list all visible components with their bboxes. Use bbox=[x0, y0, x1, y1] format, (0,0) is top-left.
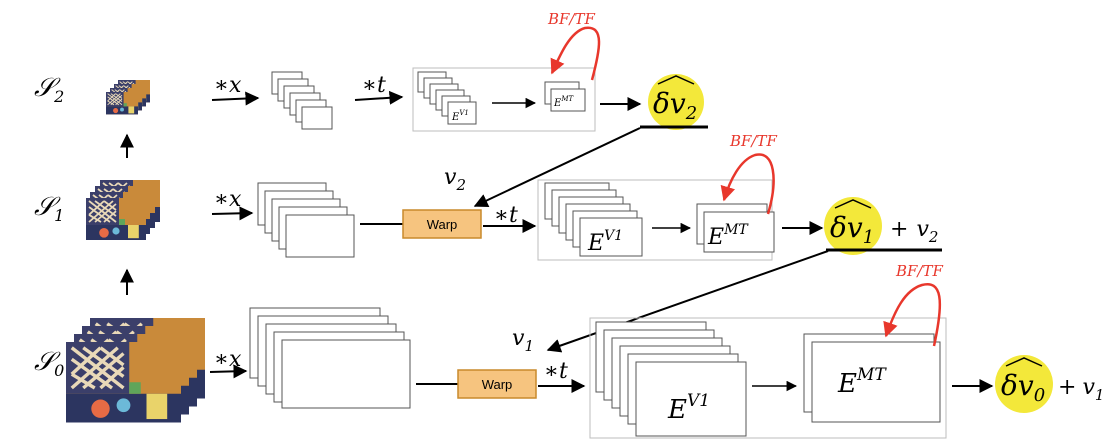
scale-label-s1: 𝒮1 bbox=[34, 192, 64, 225]
filter-stack-s0 bbox=[249, 307, 411, 409]
output-dv0-circle bbox=[995, 355, 1053, 413]
ev1-label-s0: EV1 bbox=[667, 391, 710, 425]
conv-x-label-s2: ∗x bbox=[214, 73, 242, 98]
v1-label: v1 bbox=[512, 326, 534, 355]
ev1-stack-s1 bbox=[544, 182, 643, 257]
scale-label-s0: 𝒮0 bbox=[34, 347, 64, 380]
energy-box-s2 bbox=[412, 67, 596, 132]
feedback-arrow-s1 bbox=[720, 153, 775, 215]
feedback-label-s2: BF/TF bbox=[547, 10, 595, 28]
energy-box-s0 bbox=[589, 317, 947, 439]
feedback-label-s0: BF/TF bbox=[895, 262, 943, 280]
conv-t-label-s2: ∗t bbox=[362, 73, 386, 98]
ev1-label-s2: EV1 bbox=[451, 109, 469, 123]
conv-x-arrow-s0 bbox=[209, 364, 248, 379]
warp-label-s0: Warp bbox=[482, 377, 513, 392]
upsample-arrow-s1-s0 bbox=[546, 250, 829, 353]
emt-label-s0: EMT bbox=[837, 365, 887, 399]
emt-stack-s2 bbox=[544, 81, 586, 112]
filter-stack-s1 bbox=[257, 182, 355, 258]
upsample-arrow-s2-s1 bbox=[473, 127, 641, 207]
output-dv2-circle bbox=[648, 74, 704, 130]
feedback-arrow-s2 bbox=[550, 26, 601, 81]
warp-block-s0 bbox=[457, 369, 537, 399]
hat-dv0 bbox=[1005, 357, 1043, 367]
hat-dv1 bbox=[834, 199, 872, 209]
output-dv1-label: δv1 bbox=[830, 211, 874, 248]
output-dv2-label: δv2 bbox=[653, 87, 697, 124]
ev1-stack-s2 bbox=[417, 71, 477, 125]
warp-label-s1: Warp bbox=[427, 217, 458, 232]
output-dv0-label: δv0 bbox=[1001, 369, 1045, 406]
hat-dv2 bbox=[657, 75, 695, 85]
conv-t-label-s0: ∗t bbox=[544, 359, 568, 384]
ev1-stack-s0 bbox=[595, 321, 747, 437]
emt-stack-s1 bbox=[696, 203, 775, 253]
scale-label-s2: 𝒮2 bbox=[34, 73, 64, 106]
conv-t-label-s1: ∗t bbox=[494, 203, 518, 228]
emt-label-s2: EMT bbox=[553, 95, 574, 109]
feedback-arrow-s0 bbox=[883, 283, 942, 347]
plus-v2: +v2 bbox=[890, 217, 938, 246]
plus-v1: +v1 bbox=[1058, 375, 1104, 404]
emt-label-s1: EMT bbox=[707, 222, 749, 250]
output-dv1-circle bbox=[824, 197, 882, 255]
emt-stack-s0 bbox=[803, 333, 941, 423]
conv-x-label-s0: ∗x bbox=[214, 347, 242, 372]
conv-x-label-s1: ∗x bbox=[214, 187, 242, 212]
conv-x-arrow-s2 bbox=[211, 91, 260, 106]
input-stack-s0 bbox=[64, 316, 207, 425]
warp-block-s1 bbox=[402, 209, 482, 239]
input-stack-s2 bbox=[105, 79, 151, 115]
input-stack-s1 bbox=[85, 179, 161, 241]
ev1-label-s1: EV1 bbox=[587, 228, 623, 256]
conv-x-arrow-s1 bbox=[211, 206, 254, 221]
feedback-label-s1: BF/TF bbox=[729, 132, 777, 150]
v2-label: v2 bbox=[444, 165, 466, 194]
conv-t-arrow-s2 bbox=[354, 90, 404, 105]
filter-stack-s2 bbox=[271, 71, 333, 130]
